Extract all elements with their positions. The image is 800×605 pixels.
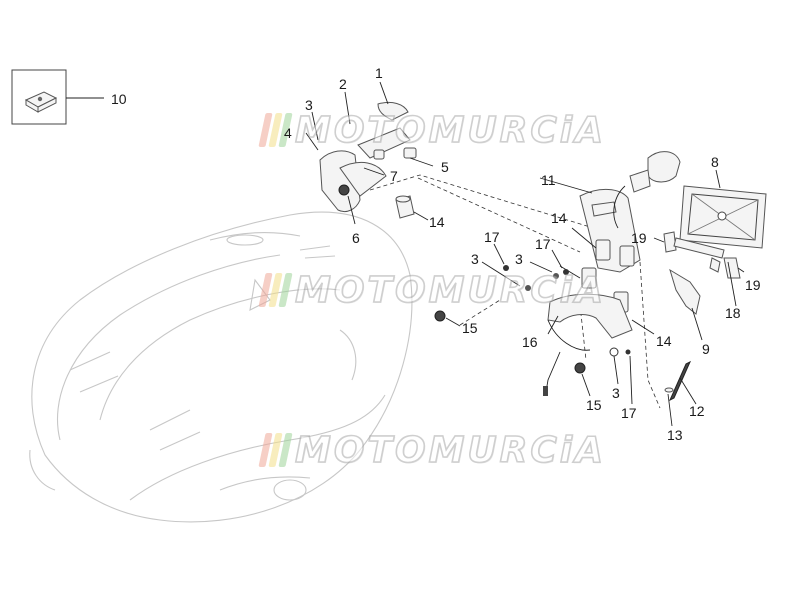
callout-9: 9: [702, 341, 710, 357]
callout-5: 5: [441, 159, 449, 175]
watermark-text: MOTOMURCiA: [294, 429, 606, 472]
callout-10: 10: [111, 91, 127, 107]
callout-19: 19: [745, 277, 761, 293]
callout-2: 2: [339, 76, 347, 92]
callout-1: 1: [375, 65, 383, 81]
callout-17: 17: [535, 236, 551, 252]
callout-3: 3: [515, 251, 523, 267]
callout-13: 13: [667, 427, 683, 443]
rear-body-shell: [29, 211, 413, 523]
callout-17: 17: [621, 405, 637, 421]
license-plate-frame: [679, 169, 767, 249]
callout-14: 14: [656, 333, 672, 349]
callout-19: 19: [631, 230, 647, 246]
callout-4: 4: [284, 125, 292, 141]
spacer-left: [395, 195, 429, 221]
watermark-top: MOTOMURCiA: [258, 109, 606, 152]
watermark-bottom: MOTOMURCiA: [258, 429, 606, 472]
watermark-middle: MOTOMURCiA: [258, 269, 606, 312]
watermark-stripes: [258, 273, 293, 307]
tail-light-assembly: [305, 81, 434, 225]
callout-8: 8: [711, 154, 719, 170]
watermark-stripes: [258, 433, 293, 467]
callout-12: 12: [689, 403, 705, 419]
callout-6: 6: [352, 230, 360, 246]
watermark-text: MOTOMURCiA: [294, 269, 606, 312]
callout-3: 3: [471, 251, 479, 267]
license-plate-support: [539, 151, 681, 396]
callout-17: 17: [484, 229, 500, 245]
callout-14: 14: [429, 214, 445, 230]
callout-16: 16: [522, 334, 538, 350]
callout-15: 15: [586, 397, 602, 413]
callout-7: 7: [390, 168, 398, 184]
callout-3: 3: [612, 385, 620, 401]
plate-brackets: [653, 231, 745, 341]
callout-3: 3: [305, 97, 313, 113]
watermark-text: MOTOMURCiA: [294, 109, 606, 152]
screws-12-13: [664, 360, 697, 427]
callout-18: 18: [725, 305, 741, 321]
fasteners: [434, 243, 633, 405]
callout-11: 11: [541, 172, 556, 188]
callout-15: 15: [462, 320, 478, 336]
callout-14: 14: [551, 210, 567, 226]
item-10-thumbnail: [11, 69, 104, 125]
